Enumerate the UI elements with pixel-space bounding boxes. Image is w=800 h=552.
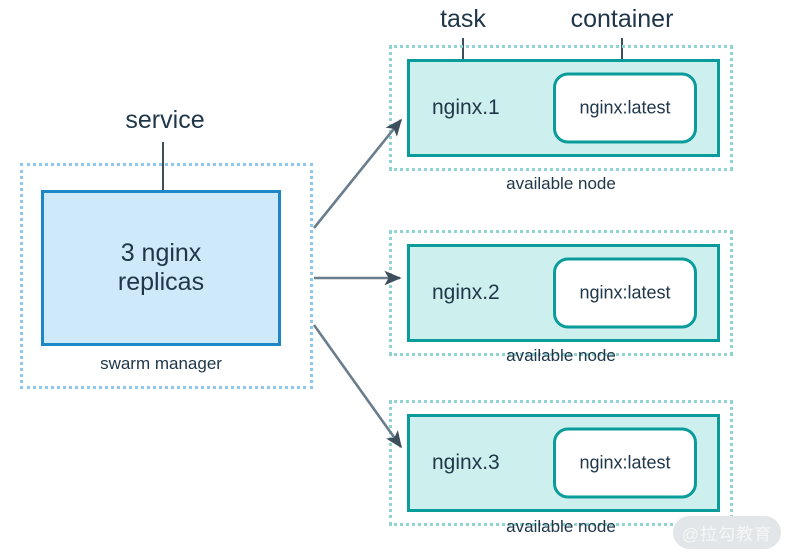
task-box-2: nginx.2 nginx:latest (407, 244, 720, 342)
task-box-3: nginx.3 nginx:latest (407, 414, 720, 512)
available-node-1 (389, 45, 733, 171)
available-node-2 (389, 230, 733, 356)
callout-label-task: task (440, 5, 486, 33)
watermark-badge: @拉勾教育 (673, 516, 781, 549)
task-label-1: nginx.1 (432, 96, 500, 119)
arrow-service-to-node-3 (312, 324, 403, 449)
available-node-caption-1: available node (506, 174, 616, 193)
service-box: 3 nginx replicas (41, 190, 281, 346)
service-box-label: 3 nginx replicas (117, 238, 205, 297)
available-node-3 (389, 400, 733, 526)
swarm-manager-caption: swarm manager (100, 354, 222, 373)
container-label-1: nginx:latest (579, 97, 671, 118)
callout-label-service: service (125, 106, 205, 134)
available-node-caption-3: available node (506, 517, 616, 536)
arrow-service-to-node-1 (312, 118, 403, 229)
container-box-1: nginx:latest (553, 72, 697, 144)
callout-label-container: container (570, 5, 674, 33)
leader-line-service (162, 142, 164, 228)
swarm-manager-node (20, 163, 313, 389)
available-node-caption-2: available node (506, 346, 616, 365)
task-box-1: nginx.1 nginx:latest (407, 59, 720, 157)
container-label-2: nginx:latest (579, 282, 671, 303)
container-label-3: nginx:latest (579, 452, 671, 473)
container-box-3: nginx:latest (553, 427, 697, 499)
task-label-3: nginx.3 (432, 451, 500, 474)
task-label-2: nginx.2 (432, 281, 500, 304)
container-box-2: nginx:latest (553, 257, 697, 329)
